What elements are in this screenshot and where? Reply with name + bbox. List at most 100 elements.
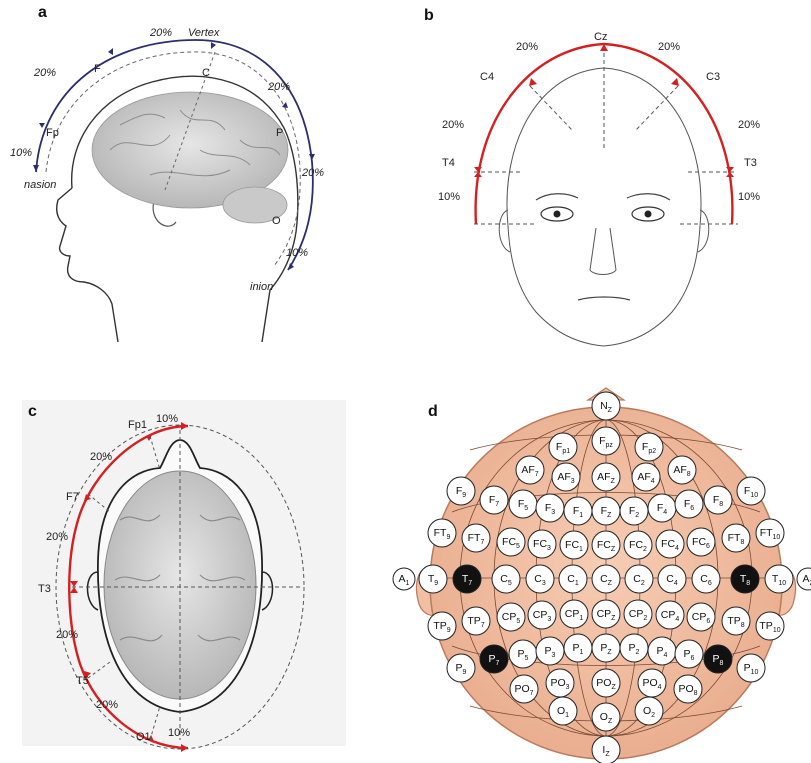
left-pupil	[554, 211, 561, 218]
pct-a-left-lower: 10%	[10, 147, 32, 159]
electrode-a2: A2	[797, 568, 811, 590]
electrode-f4: F4	[648, 494, 676, 522]
pct-c-3: 20%	[56, 629, 78, 641]
electrode-p9: P9	[447, 654, 475, 682]
electrode-cz: CZ	[592, 565, 620, 593]
electrode-p10: P10	[737, 654, 765, 682]
panel-b: b	[424, 7, 760, 346]
pct-b-mid-right: 20%	[738, 119, 760, 131]
electrode-F-label: F	[94, 63, 101, 75]
electrode-cpz: CPZ	[592, 600, 620, 628]
pct-a-right-mid: 20%	[301, 167, 324, 179]
electrode-cp4: CP4	[656, 601, 684, 629]
electrode-cp6: CP6	[687, 603, 715, 631]
right-pupil	[645, 211, 652, 218]
electrode-circle	[737, 477, 765, 505]
electrode-Fp-label: Fp	[46, 127, 59, 139]
pct-c-bottom: 10%	[168, 727, 190, 739]
electrode-tp8: TP8	[722, 607, 750, 635]
panel-d-label: d	[428, 403, 438, 420]
panel-a-label: a	[38, 4, 47, 21]
electrode-fc5: FC5	[497, 528, 525, 556]
electrode-fc2: FC2	[624, 531, 652, 559]
pct-b-upper-right: 20%	[658, 41, 680, 53]
electrode-circle	[549, 433, 577, 461]
electrode-p1: P1	[564, 634, 592, 662]
panel-c: c Fp1 10% 20%	[22, 400, 346, 752]
electrode-fp2: Fp2	[635, 433, 663, 461]
electrode-tp7: TP7	[462, 607, 490, 635]
pct-b-low-right: 10%	[738, 191, 760, 203]
pct-b-mid-left: 20%	[442, 119, 464, 131]
electrode-t10: T10	[765, 565, 793, 593]
t3-label: T3	[744, 157, 757, 169]
electrode-fp1: Fp1	[549, 433, 577, 461]
electrode-c2: C2	[625, 565, 653, 593]
vertex-label: Vertex	[188, 27, 220, 39]
panel-a: a 20% Vertex 20% 10% 20% 20%	[10, 4, 324, 342]
electrode-t8: T8	[731, 565, 759, 593]
o1-label: O1	[136, 731, 151, 743]
frontal-head-outline-left	[508, 226, 604, 346]
pct-c-top: 10%	[156, 413, 178, 425]
pct-b-low-left: 10%	[438, 191, 460, 203]
electrode-circle	[765, 565, 793, 593]
electrode-t7: T7	[453, 565, 481, 593]
electrode-pz: PZ	[592, 634, 620, 662]
nasion-label: nasion	[24, 179, 56, 191]
electrode-ft10: FT10	[756, 519, 784, 547]
pct-c-2: 20%	[46, 531, 68, 543]
panel-b-label: b	[424, 7, 434, 24]
electrode-o2: O2	[635, 697, 663, 725]
electrode-nz: NZ	[592, 392, 620, 420]
pct-c-1: 20%	[90, 451, 112, 463]
electrode-t9: T9	[419, 565, 447, 593]
electrode-fc3: FC3	[528, 530, 556, 558]
inion-label: inion	[250, 281, 273, 293]
electrode-ft9: FT9	[428, 519, 456, 547]
electrode-p5: P5	[509, 640, 537, 668]
pct-a-right-upper: 20%	[267, 81, 290, 93]
electrode-po7: PO7	[510, 675, 538, 703]
electrode-f6: F6	[675, 490, 703, 518]
electrode-fc6: FC6	[687, 528, 715, 556]
cz-label: Cz	[594, 31, 607, 43]
electrode-f5: F5	[509, 490, 537, 518]
electrode-cp5: CP5	[497, 603, 525, 631]
electrode-po8: PO8	[674, 675, 702, 703]
electrode-fpz: Fpz	[592, 427, 620, 455]
panel-c-label: c	[28, 403, 37, 420]
electrode-p6: P6	[675, 640, 703, 668]
ears-front	[499, 210, 709, 252]
electrode-af3: AF3	[552, 463, 580, 491]
electrode-po4: PO4	[638, 669, 666, 697]
electrode-c5: C5	[492, 565, 520, 593]
t5-label: T5	[76, 675, 89, 687]
electrode-f2: F2	[620, 497, 648, 525]
electrode-af8: AF8	[668, 456, 696, 484]
electrode-afz: AFZ	[592, 463, 620, 491]
electrode-p3: P3	[536, 637, 564, 665]
electrode-fcz: FCZ	[592, 531, 620, 559]
electrode-oz: OZ	[592, 703, 620, 731]
panel-d: d NZFp1FpzFp2AF7AF3AFZAF4AF8F9F7F5F3F1FZ…	[393, 388, 811, 763]
t3-label: T3	[38, 583, 51, 595]
electrode-P-label: P	[276, 127, 283, 139]
electrode-a1: A1	[393, 568, 415, 590]
f7-label: F7	[66, 491, 79, 503]
electrode-iz: IZ	[592, 736, 620, 763]
electrode-O-label: O	[272, 215, 281, 227]
electrode-o1: O1	[549, 697, 577, 725]
nose	[590, 228, 616, 275]
electrode-circle	[737, 654, 765, 682]
c3-label: C3	[706, 71, 720, 83]
electrode-cp1: CP1	[560, 600, 588, 628]
electrode-ft7: FT7	[462, 524, 490, 552]
electrode-tp9: TP9	[428, 612, 456, 640]
eyebrows	[536, 194, 670, 200]
electrode-f8: F8	[704, 486, 732, 514]
electrode-f10: F10	[737, 477, 765, 505]
mouth	[578, 297, 630, 300]
